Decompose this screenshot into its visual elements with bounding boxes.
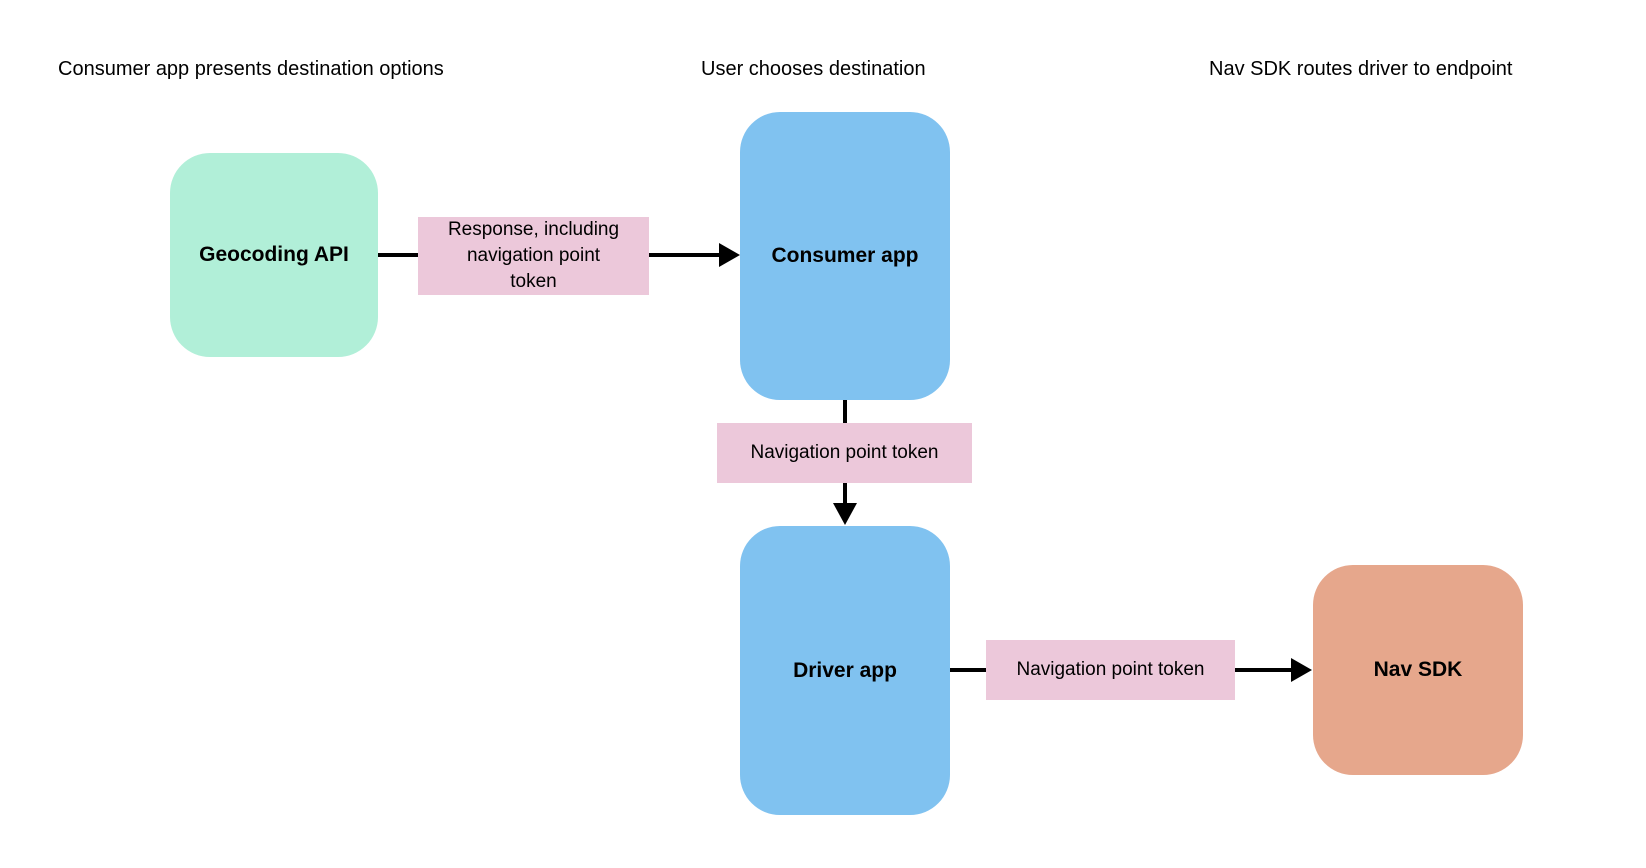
node-label: Geocoding API	[199, 243, 349, 266]
column-header-user-chooses-destination: User chooses destination	[701, 58, 926, 80]
edge-label-navigation-point-token-2: Navigation point token	[986, 640, 1235, 700]
node-label: Consumer app	[771, 244, 919, 267]
arrow-driver-app-to-nav-sdk	[950, 658, 1312, 682]
edge-label-line: Navigation point token	[1016, 659, 1205, 680]
arrowhead-icon	[833, 503, 857, 525]
node-consumer-app: Consumer app	[740, 112, 950, 400]
arrowhead-icon	[1291, 658, 1312, 682]
column-header-navsdk-routes-driver: Nav SDK routes driver to endpoint	[1209, 58, 1513, 80]
edge-label-line: Navigation point token	[750, 442, 939, 463]
edge-label-navigation-point-token-1: Navigation point token	[717, 423, 972, 483]
node-label: Driver app	[793, 658, 897, 682]
edge-label-line: token	[510, 271, 557, 292]
arrow-consumer-app-to-driver-app	[833, 400, 857, 525]
node-geocoding-api: Geocoding API	[170, 153, 378, 357]
arrowhead-icon	[719, 243, 740, 267]
node-nav-sdk: Nav SDK	[1313, 565, 1523, 775]
edge-label-line: navigation point	[466, 245, 601, 266]
node-driver-app: Driver app	[740, 526, 950, 815]
node-label: Nav SDK	[1373, 658, 1463, 681]
arrow-geocoding-to-consumer-app	[378, 243, 740, 267]
edge-label-response-including-navigation-point-token: Response, including navigation point tok…	[418, 217, 649, 295]
edge-label-line: Response, including	[447, 219, 620, 240]
column-header-consumer-presents-options: Consumer app presents destination option…	[58, 58, 444, 80]
